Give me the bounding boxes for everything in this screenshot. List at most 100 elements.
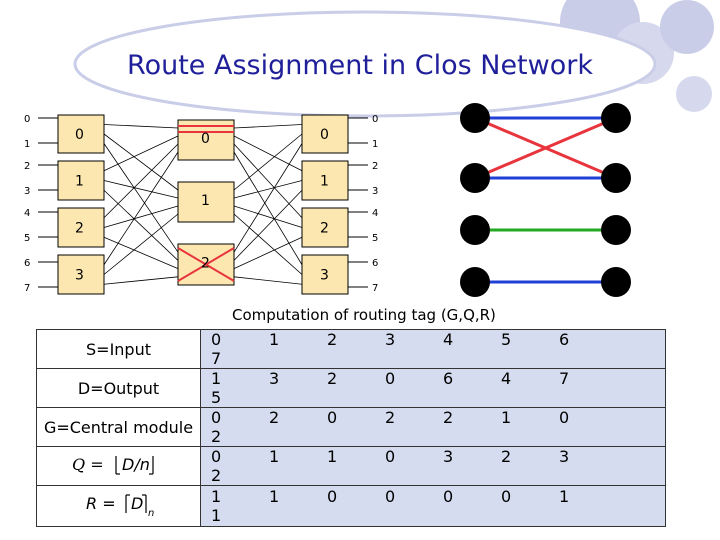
r-formula: R = D n <box>86 494 154 519</box>
input-switch <box>57 207 105 248</box>
node <box>460 215 490 245</box>
output-switch-label: 2 <box>320 221 329 237</box>
stage1-link <box>103 133 179 191</box>
stage1-link <box>103 151 179 265</box>
stage1-link <box>103 143 179 219</box>
cell: 2 <box>269 408 280 427</box>
input-port-label: 4 <box>24 208 30 219</box>
stage2-link <box>233 135 303 172</box>
input-switch <box>57 114 105 154</box>
output-port-label: 4 <box>372 208 378 219</box>
cell: 4 <box>501 369 512 388</box>
cell: 2 <box>443 408 454 427</box>
svg-text:Q =: Q = <box>72 455 104 474</box>
title-oval <box>73 10 657 118</box>
stage2-link <box>233 189 303 261</box>
output-switch <box>301 160 349 201</box>
cell: 3 <box>443 447 454 466</box>
input-port-label: 6 <box>24 258 30 269</box>
output-port-label: 6 <box>372 258 378 269</box>
row-header-q-formula: Q = D/n <box>36 446 201 486</box>
node <box>460 267 490 297</box>
cell: 0 <box>211 330 222 349</box>
cell: 5 <box>211 388 222 407</box>
stage1-link <box>103 236 179 269</box>
input-port-label: 7 <box>24 283 30 294</box>
stage2-link <box>233 236 303 269</box>
row-header-central: G=Central module <box>36 407 201 447</box>
stage2-link <box>233 276 303 285</box>
node <box>460 163 490 193</box>
output-switch-label: 3 <box>320 268 329 284</box>
cell: 6 <box>443 369 454 388</box>
cell: 1 <box>211 506 222 525</box>
stage2-link <box>233 205 303 228</box>
middle-switch-label: 1 <box>201 193 210 209</box>
node <box>601 215 631 245</box>
cell: 0 <box>385 487 396 506</box>
row-header-output: D=Output <box>36 368 201 408</box>
cell: 7 <box>559 369 570 388</box>
middle-switch-label: 0 <box>201 131 210 147</box>
input-switch-label: 0 <box>75 127 84 143</box>
cell: 1 <box>269 447 280 466</box>
stage1-link <box>103 180 179 199</box>
svg-text:D/n: D/n <box>122 455 150 474</box>
cell: 0 <box>501 487 512 506</box>
stage2-link <box>233 143 303 219</box>
node <box>601 267 631 297</box>
cell: 0 <box>385 369 396 388</box>
input-port-label: 0 <box>24 114 30 125</box>
node <box>601 103 631 133</box>
output-switch-label: 1 <box>320 174 329 190</box>
output-port-label: 0 <box>372 114 378 125</box>
input-switch-label: 3 <box>75 268 84 284</box>
cell: 0 <box>385 447 396 466</box>
cell: 0 <box>211 447 222 466</box>
decor-circle <box>660 0 714 54</box>
svg-text:R =: R = <box>86 494 116 513</box>
cell: 2 <box>501 447 512 466</box>
cross-connection <box>474 116 617 180</box>
page-title: Route Assignment in Clos Network <box>127 50 593 81</box>
input-switch-label: 2 <box>75 221 84 237</box>
cell: 1 <box>269 487 280 506</box>
middle-switch-cross <box>177 247 235 282</box>
stage2-link <box>233 213 303 275</box>
stage1-link <box>103 205 179 228</box>
output-switch <box>301 254 349 295</box>
crossbar-states-diagram <box>460 103 631 297</box>
row-header-input: S=Input <box>36 329 201 369</box>
cell: 1 <box>327 447 338 466</box>
cell: 3 <box>269 369 280 388</box>
cell: 4 <box>443 330 454 349</box>
stage2-link <box>233 143 303 253</box>
cell: 0 <box>443 487 454 506</box>
cell: 2 <box>327 330 338 349</box>
output-port-label: 1 <box>372 139 378 150</box>
routing-caption: Computation of routing tag (G,Q,R) <box>232 306 496 324</box>
output-port-label: 2 <box>372 161 378 172</box>
stage2-link <box>233 133 303 191</box>
middle-switch-label: 2 <box>201 256 210 272</box>
q-formula: Q = D/n <box>72 455 154 475</box>
input-switch <box>57 160 105 201</box>
cell: 2 <box>211 466 222 485</box>
input-port-label: 2 <box>24 161 30 172</box>
stage2-link <box>233 124 303 129</box>
cell: 1 <box>211 487 222 506</box>
output-port-label: 7 <box>372 283 378 294</box>
stage1-link <box>103 213 179 275</box>
stage1-link <box>103 276 179 285</box>
output-switch <box>301 114 349 154</box>
cell: 1 <box>269 330 280 349</box>
